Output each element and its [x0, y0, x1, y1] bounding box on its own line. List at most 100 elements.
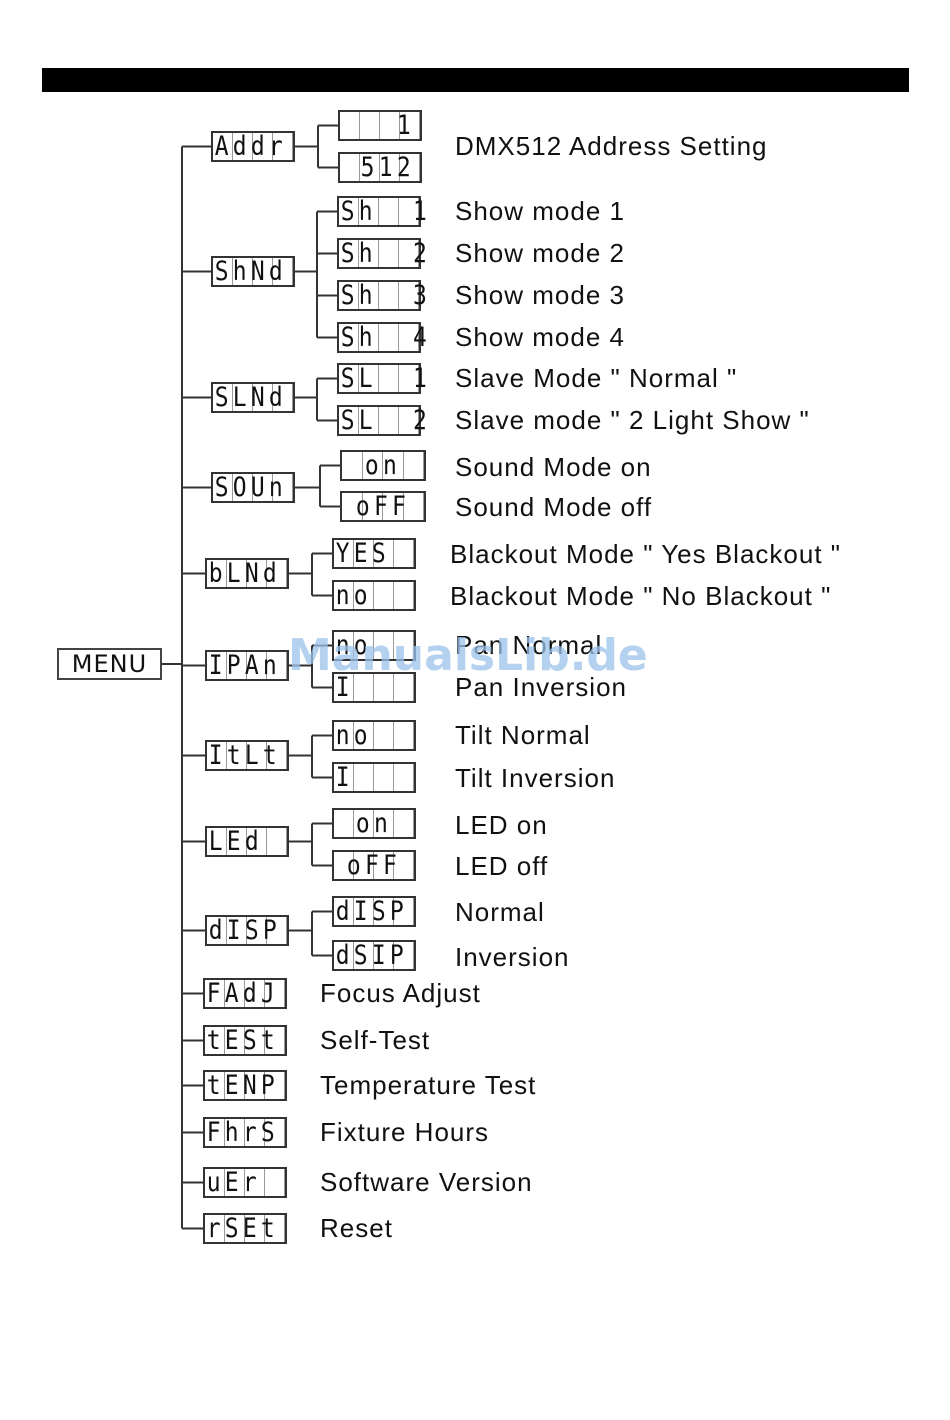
option-label: Show mode 3	[455, 280, 625, 310]
option-display: I	[332, 762, 416, 793]
lcd-digit-cell	[207, 917, 227, 944]
lcd-digit-cell	[265, 1169, 285, 1196]
lcd-digit-cell	[359, 407, 379, 434]
option-label: Show mode 1	[455, 196, 625, 226]
option-display: oFF	[340, 491, 426, 522]
option-display: SL 2	[337, 405, 432, 436]
lcd-digit-cell	[374, 942, 394, 969]
lcd-digit-cell	[399, 240, 419, 267]
lcd-digit-cell	[379, 365, 399, 392]
menu-item-ipan-display-code: IPAn	[208, 650, 281, 681]
lcd-digit-cell	[245, 980, 265, 1007]
option-display-code: I	[335, 672, 354, 703]
option-display: Sh 2	[337, 238, 432, 269]
lcd-digit-cell	[359, 198, 379, 225]
option-display-code: Sh 2	[340, 238, 432, 269]
lcd-digit-cell	[233, 133, 253, 160]
lcd-digit-cell	[213, 474, 233, 501]
lcd-digit-cell	[339, 365, 359, 392]
lcd-digit-cell	[394, 674, 414, 701]
lcd-digit-cell	[247, 652, 267, 679]
lcd-digit-cell	[374, 810, 394, 837]
option-label: Tilt Inversion	[455, 763, 616, 793]
option-display-code: SL 2	[340, 405, 432, 436]
lcd-digit-cell	[354, 942, 374, 969]
option-label: Inversion	[455, 942, 570, 972]
menu-item-tenp-display-code: tENP	[206, 1070, 279, 1101]
lcd-digit-cell	[354, 674, 374, 701]
lcd-digit-cell	[245, 1119, 265, 1146]
option-display-code: I	[335, 762, 354, 793]
menu-item-test-display: tESt	[203, 1025, 287, 1056]
lcd-digit-cell	[334, 582, 354, 609]
lcd-digit-cell	[273, 133, 293, 160]
lcd-digit-cell	[334, 540, 354, 567]
menu-item-disp-display: dISP	[205, 915, 289, 946]
lcd-digit-cell	[225, 1169, 245, 1196]
menu-item-tenp-display: tENP	[203, 1070, 287, 1101]
menu-item-label: Reset	[320, 1213, 393, 1243]
lcd-digit-cell	[359, 282, 379, 309]
option-label: LED off	[455, 851, 549, 881]
option-display-code: SL 1	[340, 363, 432, 394]
lcd-digit-cell	[227, 742, 247, 769]
lcd-digit-cell	[225, 980, 245, 1007]
lcd-digit-cell	[265, 1119, 285, 1146]
lcd-digit-cell	[245, 1215, 265, 1242]
lcd-digit-cell	[213, 384, 233, 411]
lcd-digit-cell	[360, 154, 380, 181]
menu-item-uer-display: uEr	[203, 1167, 287, 1198]
lcd-digit-cell	[267, 560, 287, 587]
lcd-digit-cell	[205, 1119, 225, 1146]
menu-item-addr-display: Addr	[211, 131, 295, 162]
lcd-digit-cell	[374, 722, 394, 749]
menu-item-blnd-display-code: bLNd	[208, 558, 281, 589]
lcd-digit-cell	[253, 258, 273, 285]
lcd-digit-cell	[354, 582, 374, 609]
option-display-code: on	[364, 450, 402, 481]
lcd-digit-cell	[394, 810, 414, 837]
option-label: Pan Normal	[455, 630, 603, 660]
lcd-digit-cell	[339, 240, 359, 267]
lcd-digit-cell	[400, 154, 420, 181]
lcd-digit-cell	[363, 452, 383, 479]
menu-item-itlt-display: ItLt	[205, 740, 289, 771]
option-display: no	[332, 580, 416, 611]
lcd-digit-cell	[205, 1215, 225, 1242]
menu-root-label: MENU	[71, 650, 148, 678]
header-bar	[42, 68, 909, 92]
lcd-digit-cell	[379, 198, 399, 225]
lcd-digit-cell	[227, 652, 247, 679]
option-display: oFF	[332, 850, 416, 881]
lcd-digit-cell	[394, 898, 414, 925]
lcd-digit-cell	[404, 493, 424, 520]
option-display: no	[332, 630, 416, 661]
menu-item-label: Self-Test	[320, 1025, 431, 1055]
option-display: dSIP	[332, 940, 416, 971]
option-display-code: YES	[335, 538, 390, 569]
lcd-digit-cell	[380, 154, 400, 181]
lcd-digit-cell	[354, 632, 374, 659]
lcd-digit-cell	[354, 540, 374, 567]
option-display-code: 1	[396, 110, 415, 141]
option-display-code: on	[355, 808, 393, 839]
lcd-digit-cell	[342, 452, 363, 479]
lcd-digit-cell	[334, 632, 354, 659]
option-display-code: no	[335, 580, 372, 611]
lcd-digit-cell	[374, 582, 394, 609]
option-display-code: Sh 3	[340, 280, 432, 311]
lcd-digit-cell	[334, 674, 354, 701]
lcd-digit-cell	[227, 917, 247, 944]
option-label: Normal	[455, 897, 545, 927]
option-display-code: dISP	[335, 896, 408, 927]
option-display: SL 1	[337, 363, 432, 394]
lcd-digit-cell	[205, 980, 225, 1007]
option-display: on	[332, 808, 416, 839]
option-display-code: no	[335, 630, 372, 661]
lcd-digit-cell	[399, 407, 419, 434]
menu-item-soun-display-code: SOUn	[214, 472, 287, 503]
lcd-digit-cell	[379, 240, 399, 267]
lcd-digit-cell	[339, 198, 359, 225]
menu-item-test-display-code: tESt	[206, 1025, 279, 1056]
menu-item-fadj-display-code: FAdJ	[206, 978, 279, 1009]
